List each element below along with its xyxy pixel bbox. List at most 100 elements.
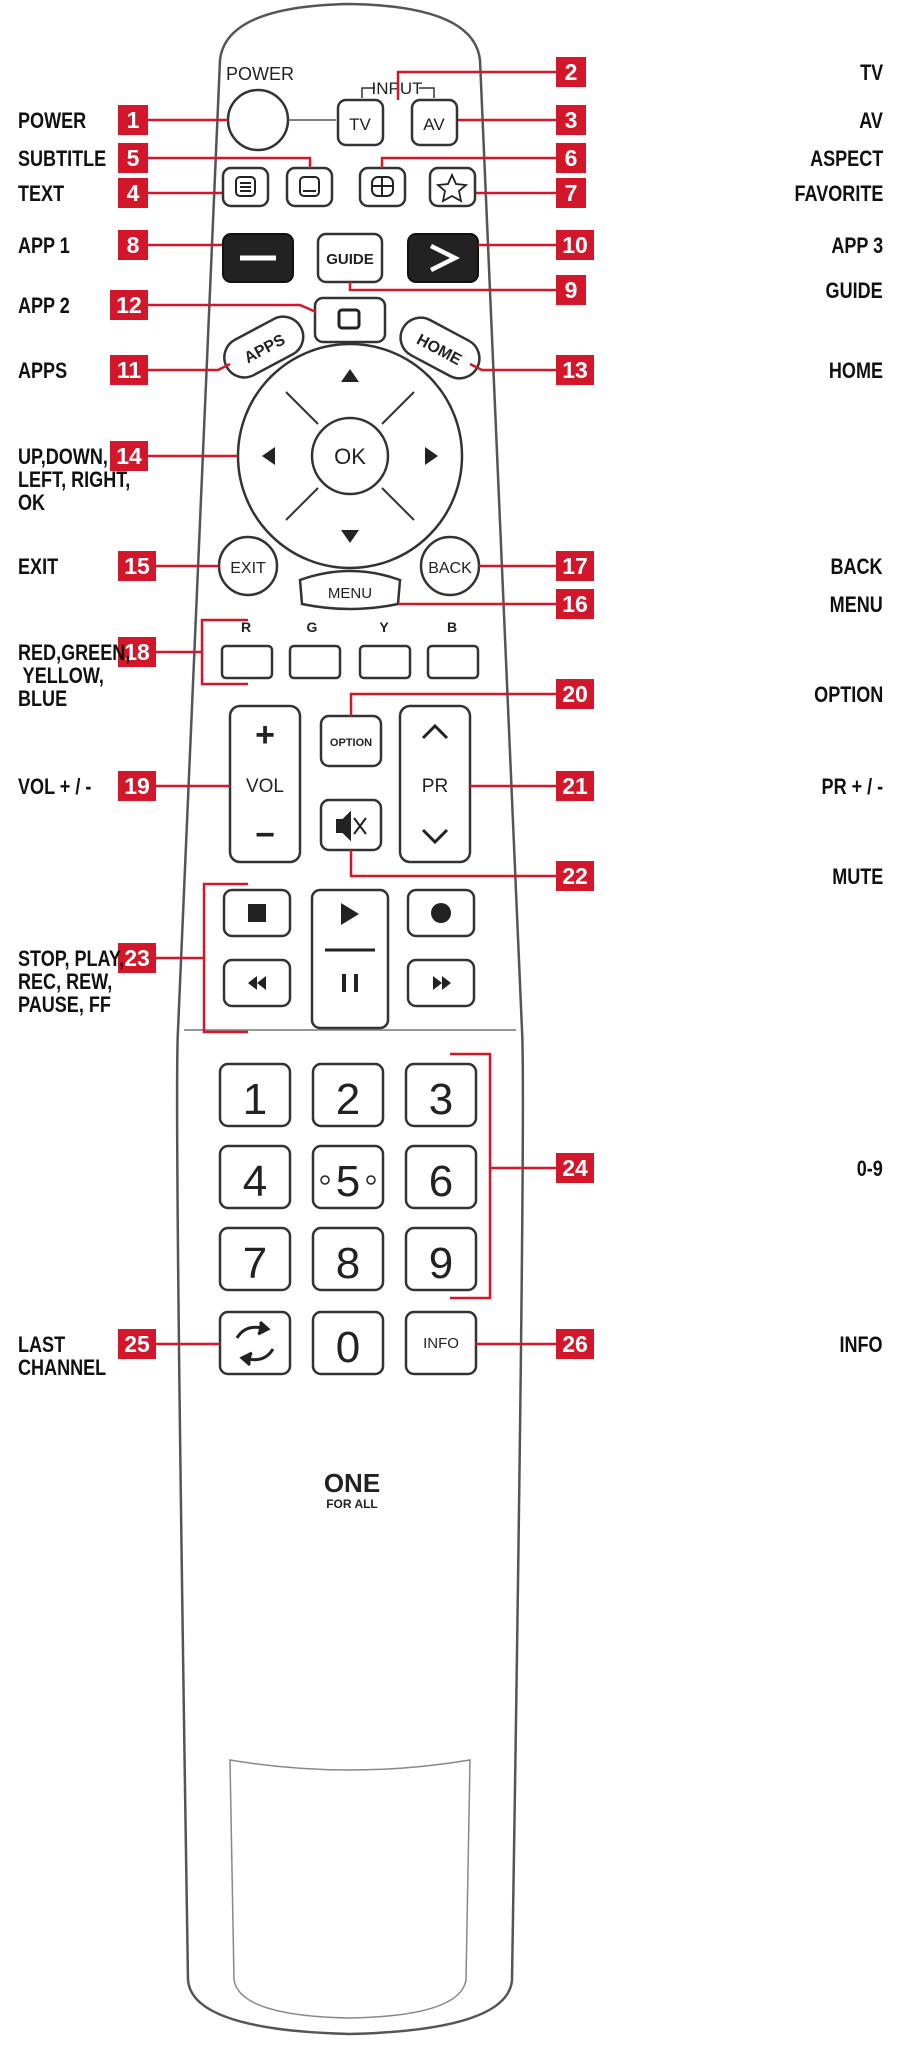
digit-1-text: 1 (243, 1075, 267, 1124)
tv-button[interactable] (336, 98, 385, 147)
av-button[interactable] (410, 98, 459, 147)
yellow-button[interactable] (358, 644, 412, 680)
digit-0-button[interactable] (311, 1310, 385, 1376)
label-subtitle: SUBTITLE (18, 146, 107, 171)
ok-button[interactable] (310, 416, 390, 496)
badge-3: 3 (556, 105, 586, 135)
color-key-g-text: G (307, 619, 318, 635)
tactile-dot-left (320, 1175, 330, 1185)
label-power: POWER (18, 108, 87, 133)
badge-21: 21 (556, 771, 594, 801)
record-icon (431, 903, 451, 923)
badge-5: 5 (118, 143, 148, 173)
leader-13 (469, 362, 556, 372)
label-menu: MENU (829, 592, 883, 617)
digit-6-button[interactable] (404, 1144, 478, 1210)
stop-icon (248, 904, 266, 922)
label-tv: TV (859, 60, 883, 85)
label-navigation-1: UP,DOWN, (18, 444, 108, 469)
label-option: OPTION (813, 682, 883, 707)
leader-5 (148, 156, 312, 168)
square-icon (337, 308, 361, 330)
aspect-icon (371, 176, 394, 197)
numpad: 1 2 3 4 5 6 7 8 9 0 INFO (218, 1062, 478, 1376)
color-key-y-text: Y (379, 619, 389, 635)
label-exit: EXIT (18, 554, 59, 579)
leader-9 (348, 282, 556, 292)
leader-12 (148, 303, 317, 314)
subtitle-button[interactable] (285, 166, 334, 208)
label-app1: APP 1 (18, 233, 70, 258)
mute-icon (336, 810, 367, 842)
digit-9-text: 9 (429, 1239, 453, 1288)
digit-3-button[interactable] (404, 1062, 478, 1128)
last-channel-button[interactable] (218, 1310, 292, 1376)
label-colors-3: BLUE (18, 686, 68, 711)
badge-10: 10 (556, 230, 594, 260)
arrow-left-icon[interactable] (262, 447, 275, 465)
leader-6 (380, 156, 556, 168)
favorite-button[interactable] (428, 166, 477, 208)
pr-text: PR (422, 776, 448, 797)
badge-2: 2 (556, 57, 586, 87)
vol-rocker[interactable] (228, 704, 302, 864)
leader-22 (349, 850, 556, 878)
apps-button[interactable]: APPS (217, 310, 310, 385)
badge-19: 19 (118, 771, 156, 801)
label-info: INFO (839, 1332, 883, 1357)
arrow-up-icon[interactable] (341, 369, 359, 382)
blue-button[interactable] (426, 644, 480, 680)
brand-logo-line1: ONE (324, 1468, 380, 1498)
digit-9-button[interactable] (404, 1226, 478, 1292)
digit-1-button[interactable] (218, 1062, 292, 1128)
vol-text: VOL (246, 776, 284, 797)
badge-7: 7 (556, 178, 586, 208)
badge-14: 14 (110, 441, 148, 471)
input-bracket (361, 87, 435, 98)
label-vol: VOL + / - (18, 774, 92, 799)
leader-2 (396, 70, 556, 100)
tv-button-text: TV (349, 115, 371, 134)
badge-8: 8 (118, 230, 148, 260)
back-button-text: BACK (428, 560, 472, 577)
label-mute: MUTE (831, 864, 883, 889)
refresh-icon (235, 1320, 275, 1367)
digit-4-button[interactable] (218, 1144, 292, 1210)
badge-26: 26 (556, 1329, 594, 1359)
arrow-down-icon[interactable] (341, 530, 359, 543)
digit-0-text: 0 (336, 1323, 360, 1372)
color-key-r-text: R (241, 619, 251, 635)
leader-24-bracket (450, 1052, 492, 1300)
av-button-text: AV (423, 115, 445, 134)
leader-11 (148, 362, 231, 372)
green-button[interactable] (288, 644, 342, 680)
label-transport-2: REC, REW, (18, 969, 113, 994)
badge-18: 18 (118, 637, 156, 667)
badge-9: 9 (556, 275, 586, 305)
chevron-down-icon (421, 828, 449, 845)
badge-25: 25 (118, 1329, 156, 1359)
red-button[interactable] (220, 644, 274, 680)
badge-11: 11 (110, 355, 148, 385)
power-button[interactable] (226, 88, 290, 152)
digit-7-button[interactable] (218, 1226, 292, 1292)
chevron-up-icon (421, 723, 449, 740)
label-aspect: ASPECT (809, 146, 883, 171)
vol-minus-text: − (255, 816, 275, 854)
play-pause-button[interactable] (310, 888, 390, 1030)
digit-2-button[interactable] (311, 1062, 385, 1128)
leader-lines (148, 70, 556, 1346)
digit-5-button[interactable] (311, 1144, 385, 1210)
color-key-b-text: B (447, 619, 457, 635)
rewind-icon (248, 976, 266, 990)
pr-rocker[interactable] (398, 704, 472, 864)
label-digits: 0-9 (856, 1156, 883, 1181)
arrow-right-icon[interactable] (425, 447, 438, 465)
digit-8-button[interactable] (311, 1226, 385, 1292)
app3-button[interactable] (407, 233, 479, 283)
menu-button[interactable]: MENU (298, 569, 402, 611)
fast-forward-icon (433, 976, 451, 990)
app2-button[interactable] (313, 296, 387, 344)
